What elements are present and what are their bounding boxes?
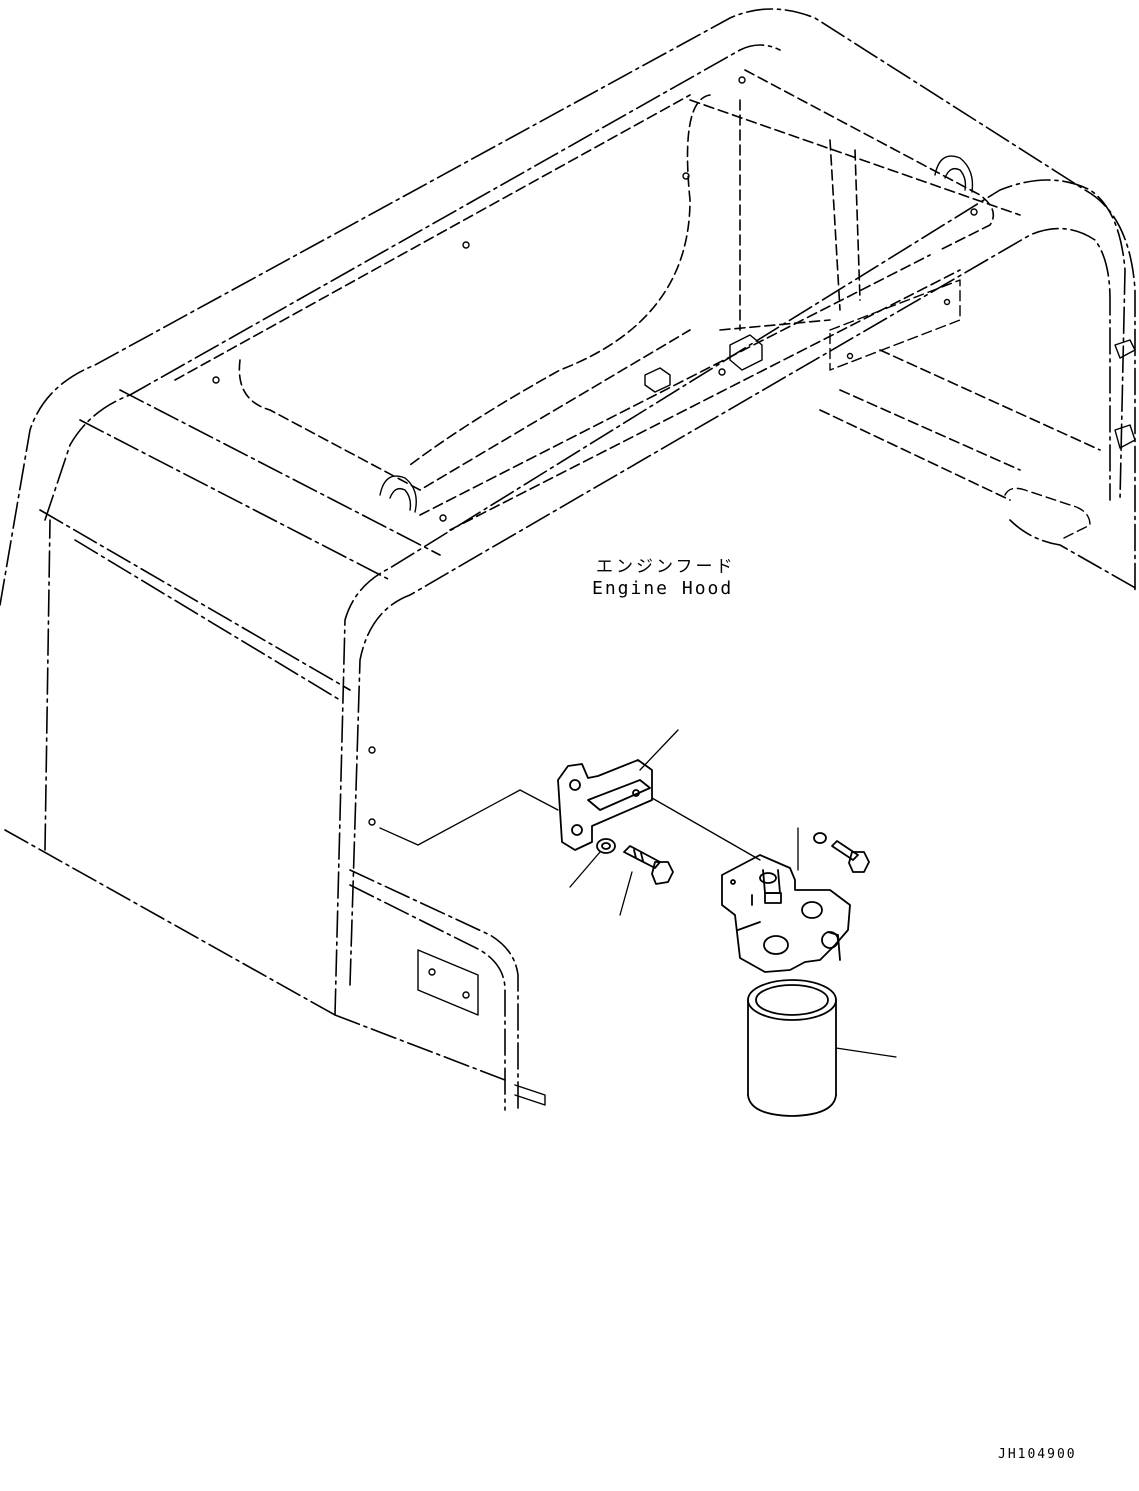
hood-latch xyxy=(729,334,763,371)
washer xyxy=(596,838,616,854)
leader-lines xyxy=(379,729,897,1058)
filter-head xyxy=(721,854,851,973)
drawing-number: JH104900 xyxy=(998,1447,1077,1462)
part-label-en: Engine Hood xyxy=(592,578,734,599)
bolt-right xyxy=(831,840,870,873)
part-label-jp: エンジンフード xyxy=(596,557,736,577)
hood-fasteners xyxy=(212,76,1136,1106)
washer-right xyxy=(813,832,827,844)
hood-plate xyxy=(417,949,479,1016)
hood-handle-left xyxy=(379,475,417,513)
hood-handle-right xyxy=(934,155,974,193)
hood-top-opening xyxy=(174,69,1101,531)
bolt xyxy=(623,845,674,885)
filter-cartridge xyxy=(747,979,837,1117)
engine-hood-outline xyxy=(0,8,1139,1111)
bracket xyxy=(557,759,653,851)
